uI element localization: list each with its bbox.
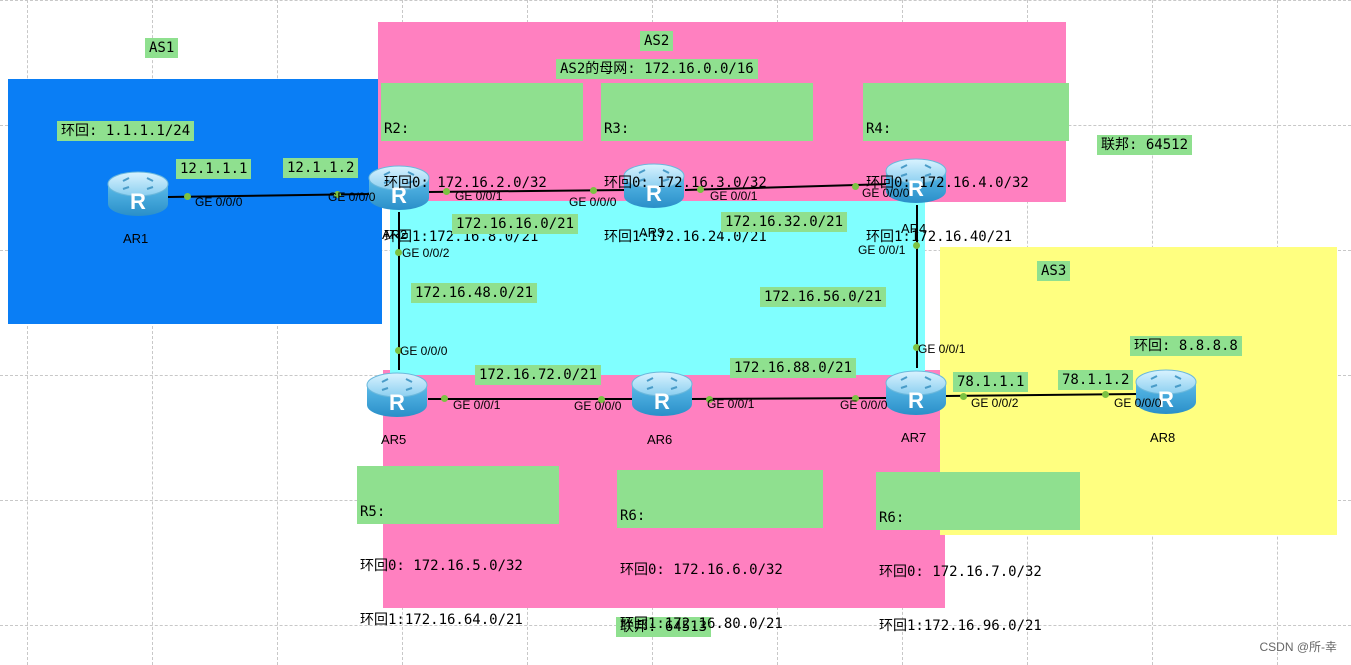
- router-ar5-name: AR5: [381, 432, 407, 447]
- port-ar5-g001: GE 0/0/1: [453, 398, 501, 412]
- interface-dot: [852, 395, 859, 402]
- as1-label: AS1: [145, 38, 179, 58]
- r2-title: R2:: [384, 121, 410, 137]
- r5-loopback0: 环回0: 172.16.5.0/32: [360, 558, 523, 574]
- interface-dot: [960, 393, 967, 400]
- r6-loopback-block: R6: 环回0: 172.16.6.0/32 环回1:172.16.80.0/2…: [617, 470, 823, 632]
- router-ar6-name: AR6: [647, 432, 673, 447]
- ar8-ip-label: 78.1.1.2: [1058, 370, 1134, 390]
- as2-label: AS2: [640, 31, 674, 51]
- r2-loopback0: 环回0: 172.16.2.0/32: [384, 175, 547, 191]
- port-ar7-g000: GE 0/0/0: [840, 398, 888, 412]
- ar2-ip-label: 12.1.1.2: [283, 158, 359, 178]
- port-ar3-g001: GE 0/0/1: [710, 189, 758, 203]
- ar7-ip-label: 78.1.1.1: [953, 372, 1029, 392]
- grid-line: [152, 0, 153, 665]
- port-ar3-g000: GE 0/0/0: [569, 195, 617, 209]
- router-ar3-name: AR3: [639, 225, 665, 240]
- interface-dot: [697, 186, 704, 193]
- r4-loopback0: 环回0: 172.16.4.0/32: [866, 175, 1029, 191]
- interface-dot: [913, 242, 920, 249]
- port-ar2-g000: GE 0/0/0: [328, 190, 376, 204]
- confed-64512-label: 联邦: 64512: [1097, 135, 1193, 155]
- r3-loopback-block: R3: 环回0: 172.16.3.0/32 环回1:172.16.24.0/2…: [601, 83, 813, 245]
- r6-loopback1: 环回1:172.16.80.0/21: [620, 616, 783, 632]
- subnet-r6-r7-label: 172.16.88.0/21: [730, 358, 857, 378]
- router-ar1-icon[interactable]: [107, 168, 169, 220]
- interface-dot: [1102, 391, 1109, 398]
- interface-dot: [590, 187, 597, 194]
- grid-line: [0, 0, 1351, 1]
- port-ar8-g000: GE 0/0/0: [1114, 396, 1162, 410]
- interface-dot: [441, 395, 448, 402]
- as3-label: AS3: [1037, 261, 1071, 281]
- router-ar4-name: AR4: [901, 221, 927, 236]
- r2-loopback-block: R2: 环回0: 172.16.2.0/32 环回1:172.16.8.0/21: [381, 83, 583, 245]
- r5-title: R5:: [360, 504, 386, 520]
- port-ar6-g001: GE 0/0/1: [707, 397, 755, 411]
- grid-line: [27, 0, 28, 665]
- router-ar7-icon[interactable]: [885, 367, 947, 419]
- router-ar6-icon[interactable]: [631, 368, 693, 420]
- ar1-loopback-label: 环回: 1.1.1.1/24: [57, 121, 195, 141]
- r7-title: R6:: [879, 510, 905, 526]
- interface-dot: [334, 191, 341, 198]
- port-ar1-g000: GE 0/0/0: [195, 195, 243, 209]
- router-ar1-name: AR1: [123, 231, 149, 246]
- interface-dot: [395, 347, 402, 354]
- as1-region: [8, 79, 382, 324]
- router-ar8-icon[interactable]: [1135, 366, 1197, 418]
- subnet-r2-r3-label: 172.16.16.0/21: [452, 214, 579, 234]
- port-ar4-g000: GE 0/0/0: [862, 186, 910, 200]
- interface-dot: [598, 396, 605, 403]
- subnet-r2-r5-label: 172.16.48.0/21: [411, 283, 538, 303]
- interface-dot: [443, 188, 450, 195]
- subnet-r3-r4-label: 172.16.32.0/21: [721, 212, 848, 232]
- subnet-r4-r7-label: 172.16.56.0/21: [760, 287, 887, 307]
- subnet-r5-r6-label: 172.16.72.0/21: [475, 365, 602, 385]
- r4-loopback1: 环回1:172.16.40/21: [866, 229, 1013, 245]
- ar1-ip-label: 12.1.1.1: [176, 159, 252, 179]
- r3-loopback1: 环回1:172.16.24.0/21: [604, 229, 767, 245]
- port-ar4-g001: GE 0/0/1: [858, 243, 906, 257]
- port-ar7-g002: GE 0/0/2: [971, 396, 1019, 410]
- r3-loopback0: 环回0: 172.16.3.0/32: [604, 175, 767, 191]
- r7-loopback1: 环回1:172.16.96.0/21: [879, 618, 1042, 634]
- port-ar6-g000: GE 0/0/0: [574, 399, 622, 413]
- r5-loopback1: 环回1:172.16.64.0/21: [360, 612, 523, 628]
- port-ar2-g001: GE 0/0/1: [455, 189, 503, 203]
- r6-title: R6:: [620, 508, 646, 524]
- r3-title: R3:: [604, 121, 630, 137]
- interface-dot: [706, 396, 713, 403]
- r4-loopback-block: R4: 环回0: 172.16.4.0/32 环回1:172.16.40/21: [863, 83, 1069, 245]
- port-ar7-g001: GE 0/0/1: [918, 342, 966, 356]
- r6-loopback0: 环回0: 172.16.6.0/32: [620, 562, 783, 578]
- interface-dot: [913, 344, 920, 351]
- r5-loopback-block: R5: 环回0: 172.16.5.0/32 环回1:172.16.64.0/2…: [357, 466, 559, 628]
- ar8-loopback-label: 环回: 8.8.8.8: [1130, 336, 1242, 356]
- r4-title: R4:: [866, 121, 892, 137]
- port-ar2-g002: GE 0/0/2: [402, 246, 450, 260]
- router-ar2-name: AR2: [382, 227, 408, 242]
- r7-loopback0: 环回0: 172.16.7.0/32: [879, 564, 1042, 580]
- grid-line: [277, 0, 278, 665]
- watermark: CSDN @所-幸: [1259, 640, 1337, 654]
- port-ar5-g000: GE 0/0/0: [400, 344, 448, 358]
- interface-dot: [852, 183, 859, 190]
- router-ar7-name: AR7: [901, 430, 927, 445]
- interface-dot: [395, 249, 402, 256]
- confed-64513-label: 联邦: 64513: [616, 617, 712, 637]
- interface-dot: [184, 193, 191, 200]
- router-ar8-name: AR8: [1150, 430, 1176, 445]
- router-ar5-icon[interactable]: [366, 369, 428, 421]
- r7-loopback-block: R6: 环回0: 172.16.7.0/32 环回1:172.16.96.0/2…: [876, 472, 1080, 634]
- as2-parent-net-label: AS2的母网: 172.16.0.0/16: [556, 59, 758, 79]
